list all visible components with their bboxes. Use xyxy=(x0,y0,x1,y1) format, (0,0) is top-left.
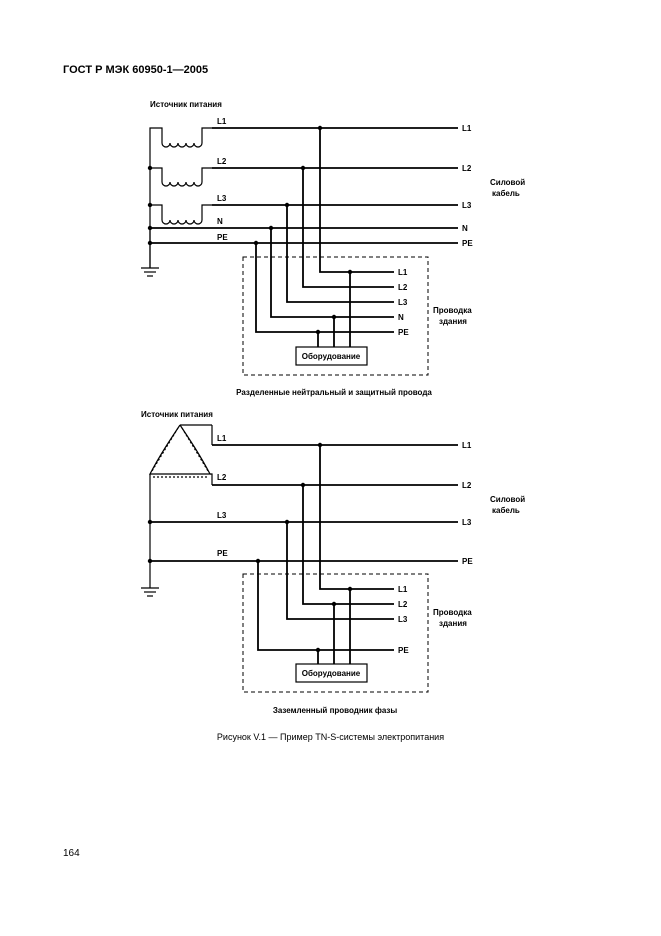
source-label: Источник питания xyxy=(141,410,213,419)
equipment-label: Оборудование xyxy=(302,669,361,678)
junction-dots xyxy=(147,125,353,335)
cable-label-pe: PE xyxy=(462,557,473,566)
cable-caption-line1: Силовой xyxy=(490,495,525,504)
figure-1-separate-neutral: Источник питания L1 L2 L3 N PE xyxy=(141,100,525,397)
building-label-l3: L3 xyxy=(398,615,408,624)
left-label-l2: L2 xyxy=(217,157,227,166)
building-wiring-box xyxy=(242,256,429,376)
cable-label-l2: L2 xyxy=(462,164,472,173)
cable-caption-line2: кабель xyxy=(492,506,520,515)
power-cable-conductors xyxy=(150,444,458,562)
cable-caption-line1: Силовой xyxy=(490,178,525,187)
building-caption-line1: Проводка xyxy=(433,608,472,617)
building-caption-line2: здания xyxy=(439,619,467,628)
figure-1-subtitle: Разделенные нейтральный и защитный прово… xyxy=(236,388,432,397)
building-label-l2: L2 xyxy=(398,600,408,609)
source-windings xyxy=(149,127,212,268)
delta-source-winding xyxy=(149,424,213,588)
cable-label-pe: PE xyxy=(462,239,473,248)
building-conductors xyxy=(257,445,394,664)
building-label-pe: PE xyxy=(398,646,409,655)
cable-label-l3: L3 xyxy=(462,201,472,210)
equipment-label: Оборудование xyxy=(302,352,361,361)
cable-label-l3: L3 xyxy=(462,518,472,527)
left-label-l2: L2 xyxy=(217,473,227,482)
building-label-l1: L1 xyxy=(398,268,408,277)
left-label-pe: PE xyxy=(217,233,228,242)
building-wiring-box xyxy=(242,573,429,693)
page-number: 164 xyxy=(63,848,80,859)
cable-label-l2: L2 xyxy=(462,481,472,490)
left-label-l1: L1 xyxy=(217,117,227,126)
figure-2-subtitle: Заземленный проводник фазы xyxy=(273,706,398,715)
cable-caption-line2: кабель xyxy=(492,189,520,198)
building-conductors xyxy=(255,128,394,347)
left-label-l3: L3 xyxy=(217,511,227,520)
building-label-l1: L1 xyxy=(398,585,408,594)
ground-symbol xyxy=(141,228,159,277)
building-caption-line1: Проводка xyxy=(433,306,472,315)
equipment-box xyxy=(295,346,368,366)
cable-label-l1: L1 xyxy=(462,441,472,450)
source-label: Источник питания xyxy=(150,100,222,109)
left-label-pe: PE xyxy=(217,549,228,558)
figure-caption: Рисунок V.1 — Пример TN-S-системы электр… xyxy=(216,732,445,742)
left-label-l3: L3 xyxy=(217,194,227,203)
ground-symbol xyxy=(141,587,159,597)
figure-2-grounded-phase: Источник питания L1 L2 L3 PE L1 L2 L3 xyxy=(141,410,525,715)
building-label-l2: L2 xyxy=(398,283,408,292)
left-label-l1: L1 xyxy=(217,434,227,443)
cable-label-n: N xyxy=(462,224,468,233)
cable-label-l1: L1 xyxy=(462,124,472,133)
building-label-l3: L3 xyxy=(398,298,408,307)
page-header: ГОСТ Р МЭК 60950-1—2005 xyxy=(63,64,209,76)
building-label-n: N xyxy=(398,313,404,322)
building-caption-line2: здания xyxy=(439,317,467,326)
equipment-box xyxy=(295,663,368,683)
junction-dots xyxy=(147,442,353,653)
building-label-pe: PE xyxy=(398,328,409,337)
power-cable-conductors xyxy=(150,127,458,244)
left-label-n: N xyxy=(217,217,223,226)
